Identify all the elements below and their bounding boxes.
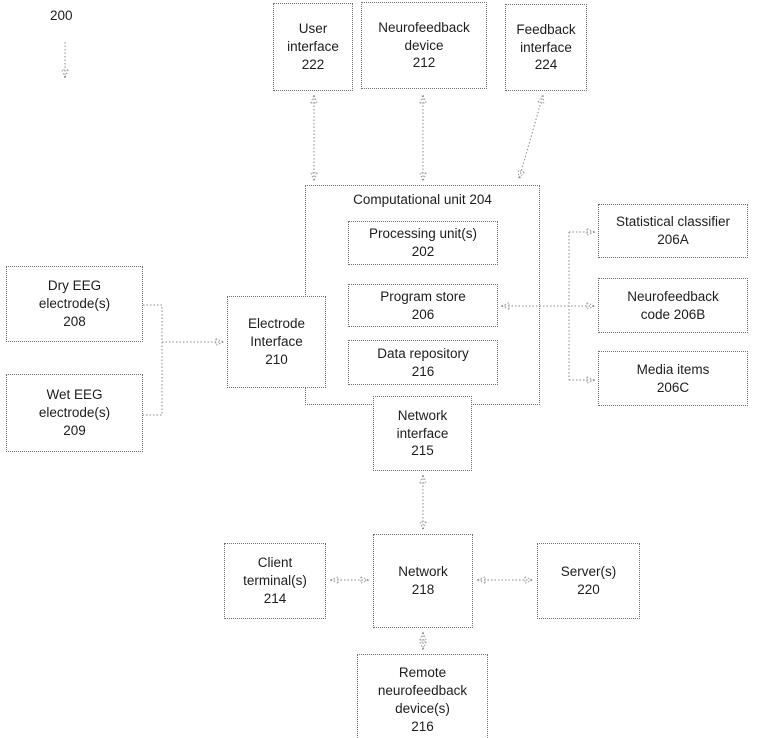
feedback-interface-box: Feedback interface 224	[505, 4, 587, 91]
neurofeedback-device-box: Neurofeedback device 212	[361, 2, 487, 89]
electrode-interface-box: Electrode Interface 210	[227, 296, 326, 388]
user-interface-box: User interface 222	[273, 3, 353, 91]
dry-eeg-electrodes-box: Dry EEG electrode(s) 208	[6, 266, 143, 342]
client-terminals-box: Client terminal(s) 214	[224, 543, 326, 619]
servers-box: Server(s) 220	[537, 543, 640, 619]
statistical-classifier-box: Statistical classifier 206A	[598, 204, 748, 258]
processing-units-box: Processing unit(s) 202	[348, 221, 498, 265]
remote-neurofeedback-devices-box: Remote neurofeedback device(s) 216	[357, 654, 488, 738]
program-store-box: Program store 206	[348, 284, 498, 327]
wet-eeg-electrodes-box: Wet EEG electrode(s) 209	[6, 374, 143, 452]
figure-number-label: 200	[50, 8, 73, 23]
media-items-box: Media items 206C	[598, 351, 748, 406]
data-repository-box: Data repository 216	[348, 340, 498, 385]
network-interface-box: Network interface 215	[373, 396, 472, 471]
neurofeedback-code-box: Neurofeedback code 206B	[598, 278, 748, 333]
arrow-feedback-interface-computational-unit	[519, 95, 543, 179]
line-eeg-electrodes-joiner	[143, 304, 163, 416]
network-box: Network 218	[373, 534, 473, 628]
computational-unit-title: Computational unit 204	[353, 192, 492, 207]
